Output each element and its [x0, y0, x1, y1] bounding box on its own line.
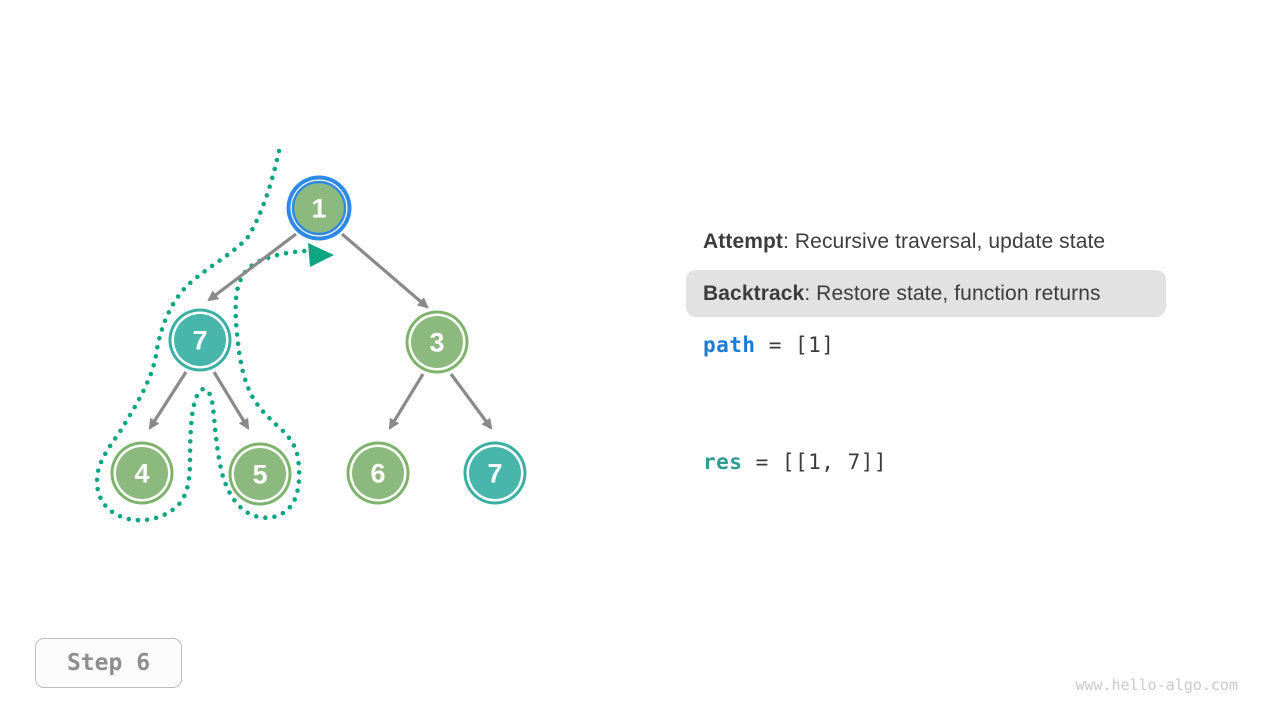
node-label: 1	[311, 193, 326, 223]
watermark: www.hello-algo.com	[1075, 676, 1238, 694]
edge-7-4	[148, 371, 188, 430]
path-state-line: path = [1]	[703, 333, 834, 357]
edge-7-5	[212, 371, 250, 430]
path-value: = [1]	[755, 333, 835, 357]
step-badge: Step 6	[35, 638, 182, 688]
tree-node-5: 5	[228, 442, 292, 506]
tree-node-7-left: 7	[168, 308, 232, 372]
tree-node-6: 6	[346, 441, 410, 505]
res-keyword: res	[703, 450, 743, 474]
node-label: 4	[134, 458, 149, 488]
tree-node-1-selected: 1	[286, 175, 352, 241]
edge-1-7	[207, 232, 297, 302]
res-state-line: res = [[1, 7]]	[703, 450, 887, 474]
node-label: 6	[370, 458, 385, 488]
res-value: = [[1, 7]]	[742, 450, 888, 474]
tree-node-7-right: 7	[463, 441, 527, 505]
attempt-label: Attempt	[703, 230, 784, 253]
edge-3-6	[388, 373, 425, 430]
node-label: 5	[252, 459, 267, 489]
node-label: 3	[429, 327, 444, 357]
path-keyword: path	[703, 333, 756, 357]
step-label: Step 6	[66, 650, 151, 676]
tree-node-3: 3	[405, 310, 469, 374]
edge-1-3	[340, 232, 429, 309]
tree-node-4: 4	[110, 441, 174, 505]
node-label: 7	[192, 325, 207, 355]
traversal-arrow-icon	[308, 243, 334, 267]
traversal-trail-dotted	[94, 148, 308, 523]
edge-3-7	[449, 373, 493, 430]
node-label: 7	[487, 458, 502, 488]
attempt-text: : Recursive traversal, update state	[783, 230, 1106, 253]
backtrack-label: Backtrack	[703, 281, 805, 305]
backtrack-text: : Restore state, function returns	[804, 281, 1101, 305]
tree-diagram: 1 7 3 4 5 6 7	[94, 148, 527, 523]
backtrack-chip: Backtrack: Restore state, function retur…	[686, 270, 1166, 317]
attempt-line: Attempt: Recursive traversal, update sta…	[703, 230, 1105, 254]
